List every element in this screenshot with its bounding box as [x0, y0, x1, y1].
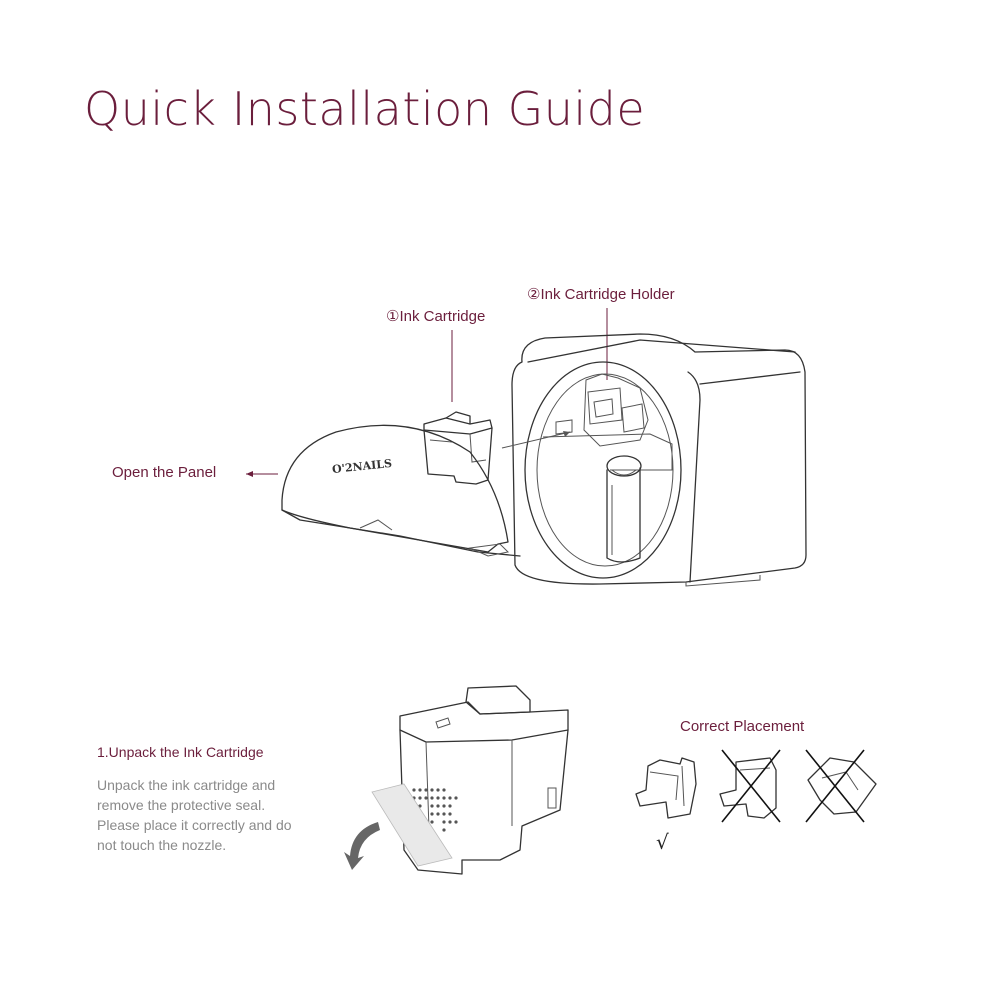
leader-lines — [246, 308, 608, 477]
placement-option-correct — [635, 757, 697, 819]
step1-title: 1.Unpack the Ink Cartridge — [97, 744, 264, 760]
placement-option-wrong-1 — [719, 749, 781, 823]
callout-open-panel: Open the Panel — [112, 464, 217, 481]
check-mark: √ — [656, 830, 669, 854]
insert-arrow — [501, 431, 571, 449]
placement-title: Correct Placement — [680, 718, 805, 735]
placement-option-wrong-2 — [805, 749, 877, 823]
open-panel-illustration — [281, 424, 521, 557]
callout-ink-cartridge: ①Ink Cartridge — [386, 308, 486, 325]
callout-cartridge-holder: ②Ink Cartridge Holder — [527, 286, 675, 303]
ink-cartridge-illustration — [423, 411, 493, 485]
step1-body: Unpack the ink cartridge and remove the … — [97, 777, 292, 853]
unpack-cartridge-illustration — [344, 685, 569, 875]
printer-illustration — [511, 333, 807, 587]
page-title: Quick Installation Guide — [84, 82, 646, 136]
